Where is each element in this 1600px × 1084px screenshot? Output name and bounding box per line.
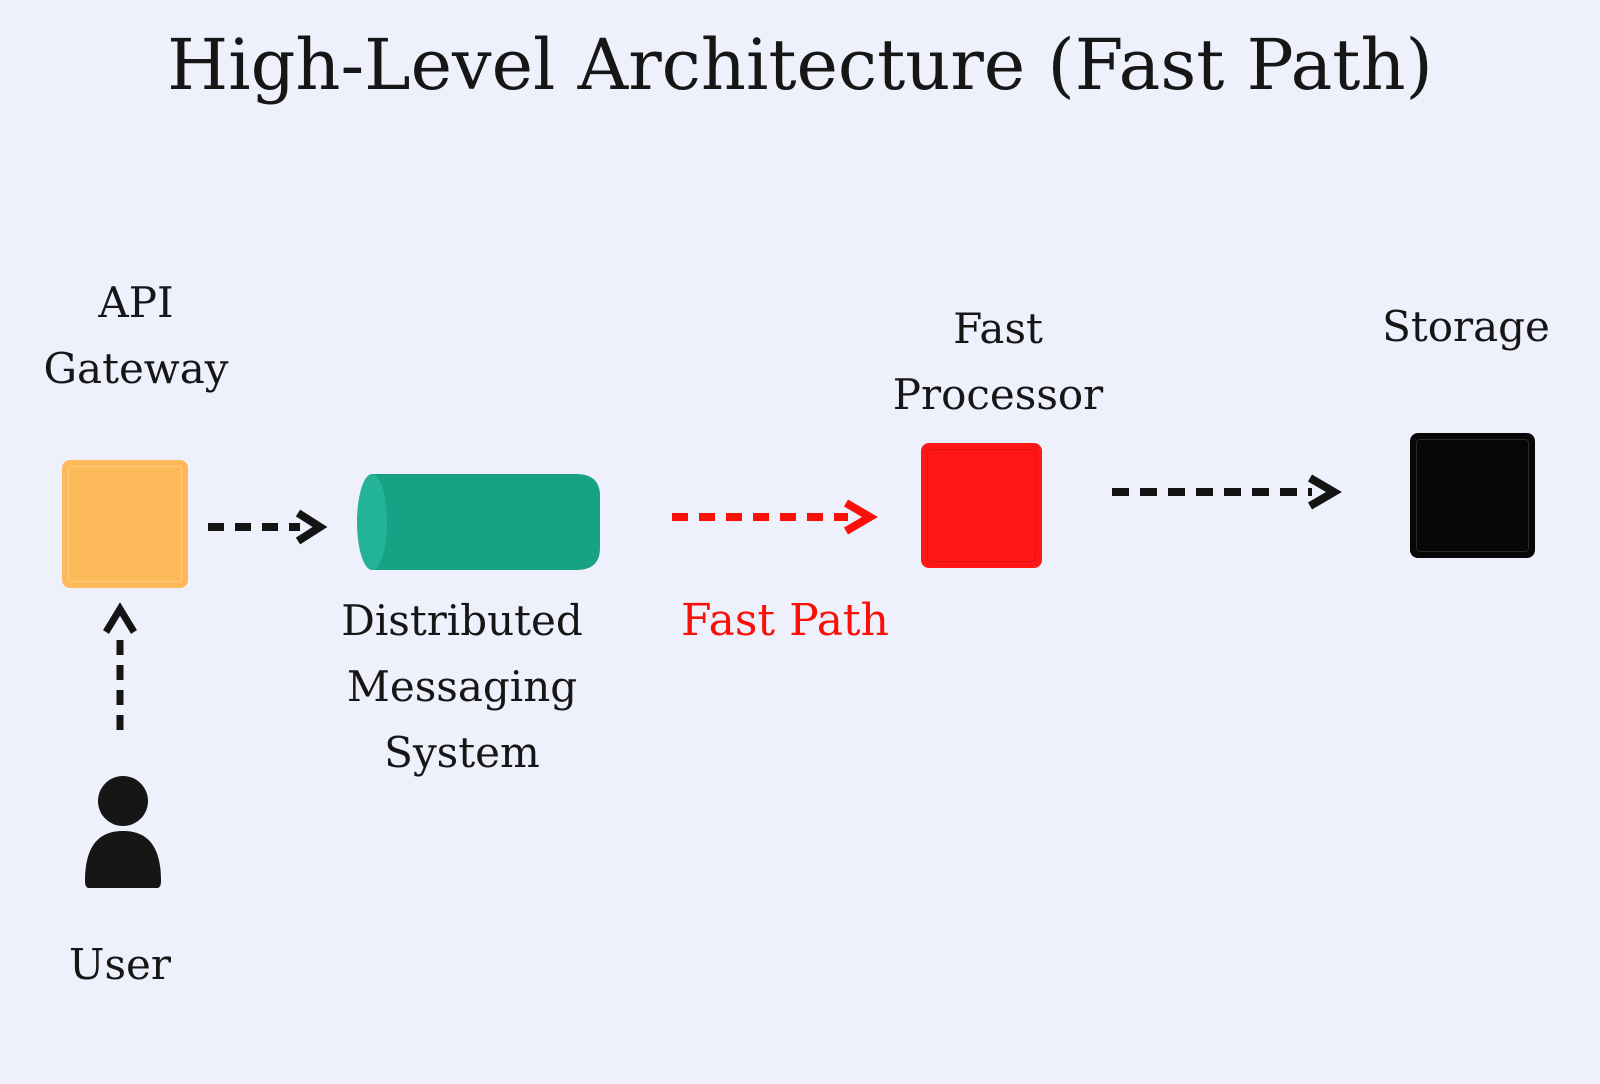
page-title: High-Level Architecture (Fast Path) (167, 24, 1433, 106)
messaging-cylinder (357, 474, 600, 570)
fast-path-label-text: Fast Path (681, 595, 889, 646)
fast-path-arrow (672, 499, 878, 535)
messaging-label: Distributed Messaging System (341, 588, 583, 786)
storage-label-text: Storage (1382, 302, 1550, 351)
api-gateway-label: API Gateway (43, 270, 228, 402)
user-label: User (69, 932, 171, 998)
fast-processor-label: Fast Processor (893, 296, 1103, 428)
api-gateway-node (62, 460, 188, 588)
messaging-label-line-2: Messaging (346, 662, 578, 711)
fast-processor-inner-line (927, 449, 1036, 562)
storage-node (1410, 433, 1535, 558)
fast-processor-label-line-2: Processor (892, 370, 1104, 419)
user-icon (85, 776, 161, 888)
storage-label: Storage (1382, 294, 1550, 360)
fast-processor-node (921, 443, 1042, 568)
messaging-label-line-3: System (384, 728, 540, 777)
api-gateway-label-line-1: API (98, 278, 174, 327)
user-to-gateway-arrow (103, 602, 137, 730)
user-label-text: User (69, 940, 171, 989)
fast-path-label: Fast Path (681, 588, 889, 654)
processor-to-storage-arrow (1112, 474, 1342, 510)
fast-processor-label-line-1: Fast (953, 304, 1043, 353)
api-gateway-label-line-2: Gateway (43, 344, 229, 393)
gateway-to-messaging-arrow (208, 509, 328, 545)
api-gateway-inner-line (68, 466, 182, 582)
messaging-label-line-1: Distributed (341, 596, 583, 645)
storage-inner-line (1416, 439, 1529, 552)
